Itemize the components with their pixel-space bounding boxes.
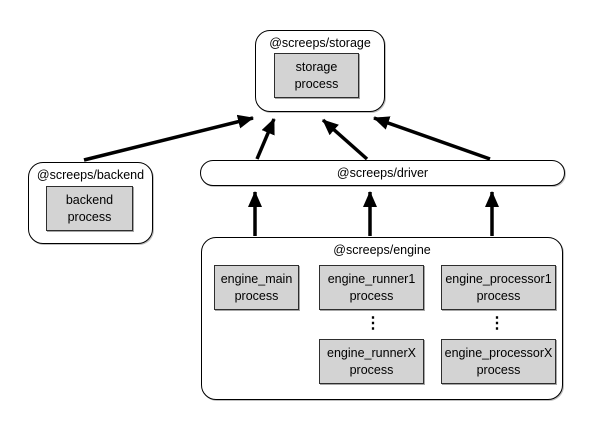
engine-node: @screeps/engine engine_main process engi… xyxy=(201,237,563,400)
storage-process-box: storage process xyxy=(274,53,359,98)
storage-node: @screeps/storage storage process xyxy=(255,30,385,112)
arrow-backend-to-storage xyxy=(83,114,254,162)
engine-node-label: @screeps/engine xyxy=(333,243,431,257)
engine-runner1-process-box: engine_runner1 process xyxy=(319,265,424,310)
driver-node-label: @screeps/driver xyxy=(336,166,429,180)
processor-vertical-ellipsis: ⋮ xyxy=(489,315,505,332)
arrow-driver-to-storage-middle xyxy=(321,118,369,161)
engine-runnerX-process-box: engine_runnerX process xyxy=(319,339,424,384)
arrow-driver-to-storage-right xyxy=(373,116,491,161)
driver-node: @screeps/driver xyxy=(200,160,565,186)
engine-main-process-box: engine_main process xyxy=(214,265,299,310)
storage-node-label: @screeps/storage xyxy=(269,36,371,50)
engine-processor1-process-box: engine_processor1 process xyxy=(441,265,556,310)
runner-vertical-ellipsis: ⋮ xyxy=(365,315,381,332)
backend-node-label: @screeps/backend xyxy=(36,168,145,182)
backend-process-box: backend process xyxy=(46,186,133,231)
backend-node: @screeps/backend backend process xyxy=(28,162,153,244)
engine-processorX-process-box: engine_processorX process xyxy=(441,339,556,384)
arrow-driver-to-storage-left xyxy=(255,118,276,160)
